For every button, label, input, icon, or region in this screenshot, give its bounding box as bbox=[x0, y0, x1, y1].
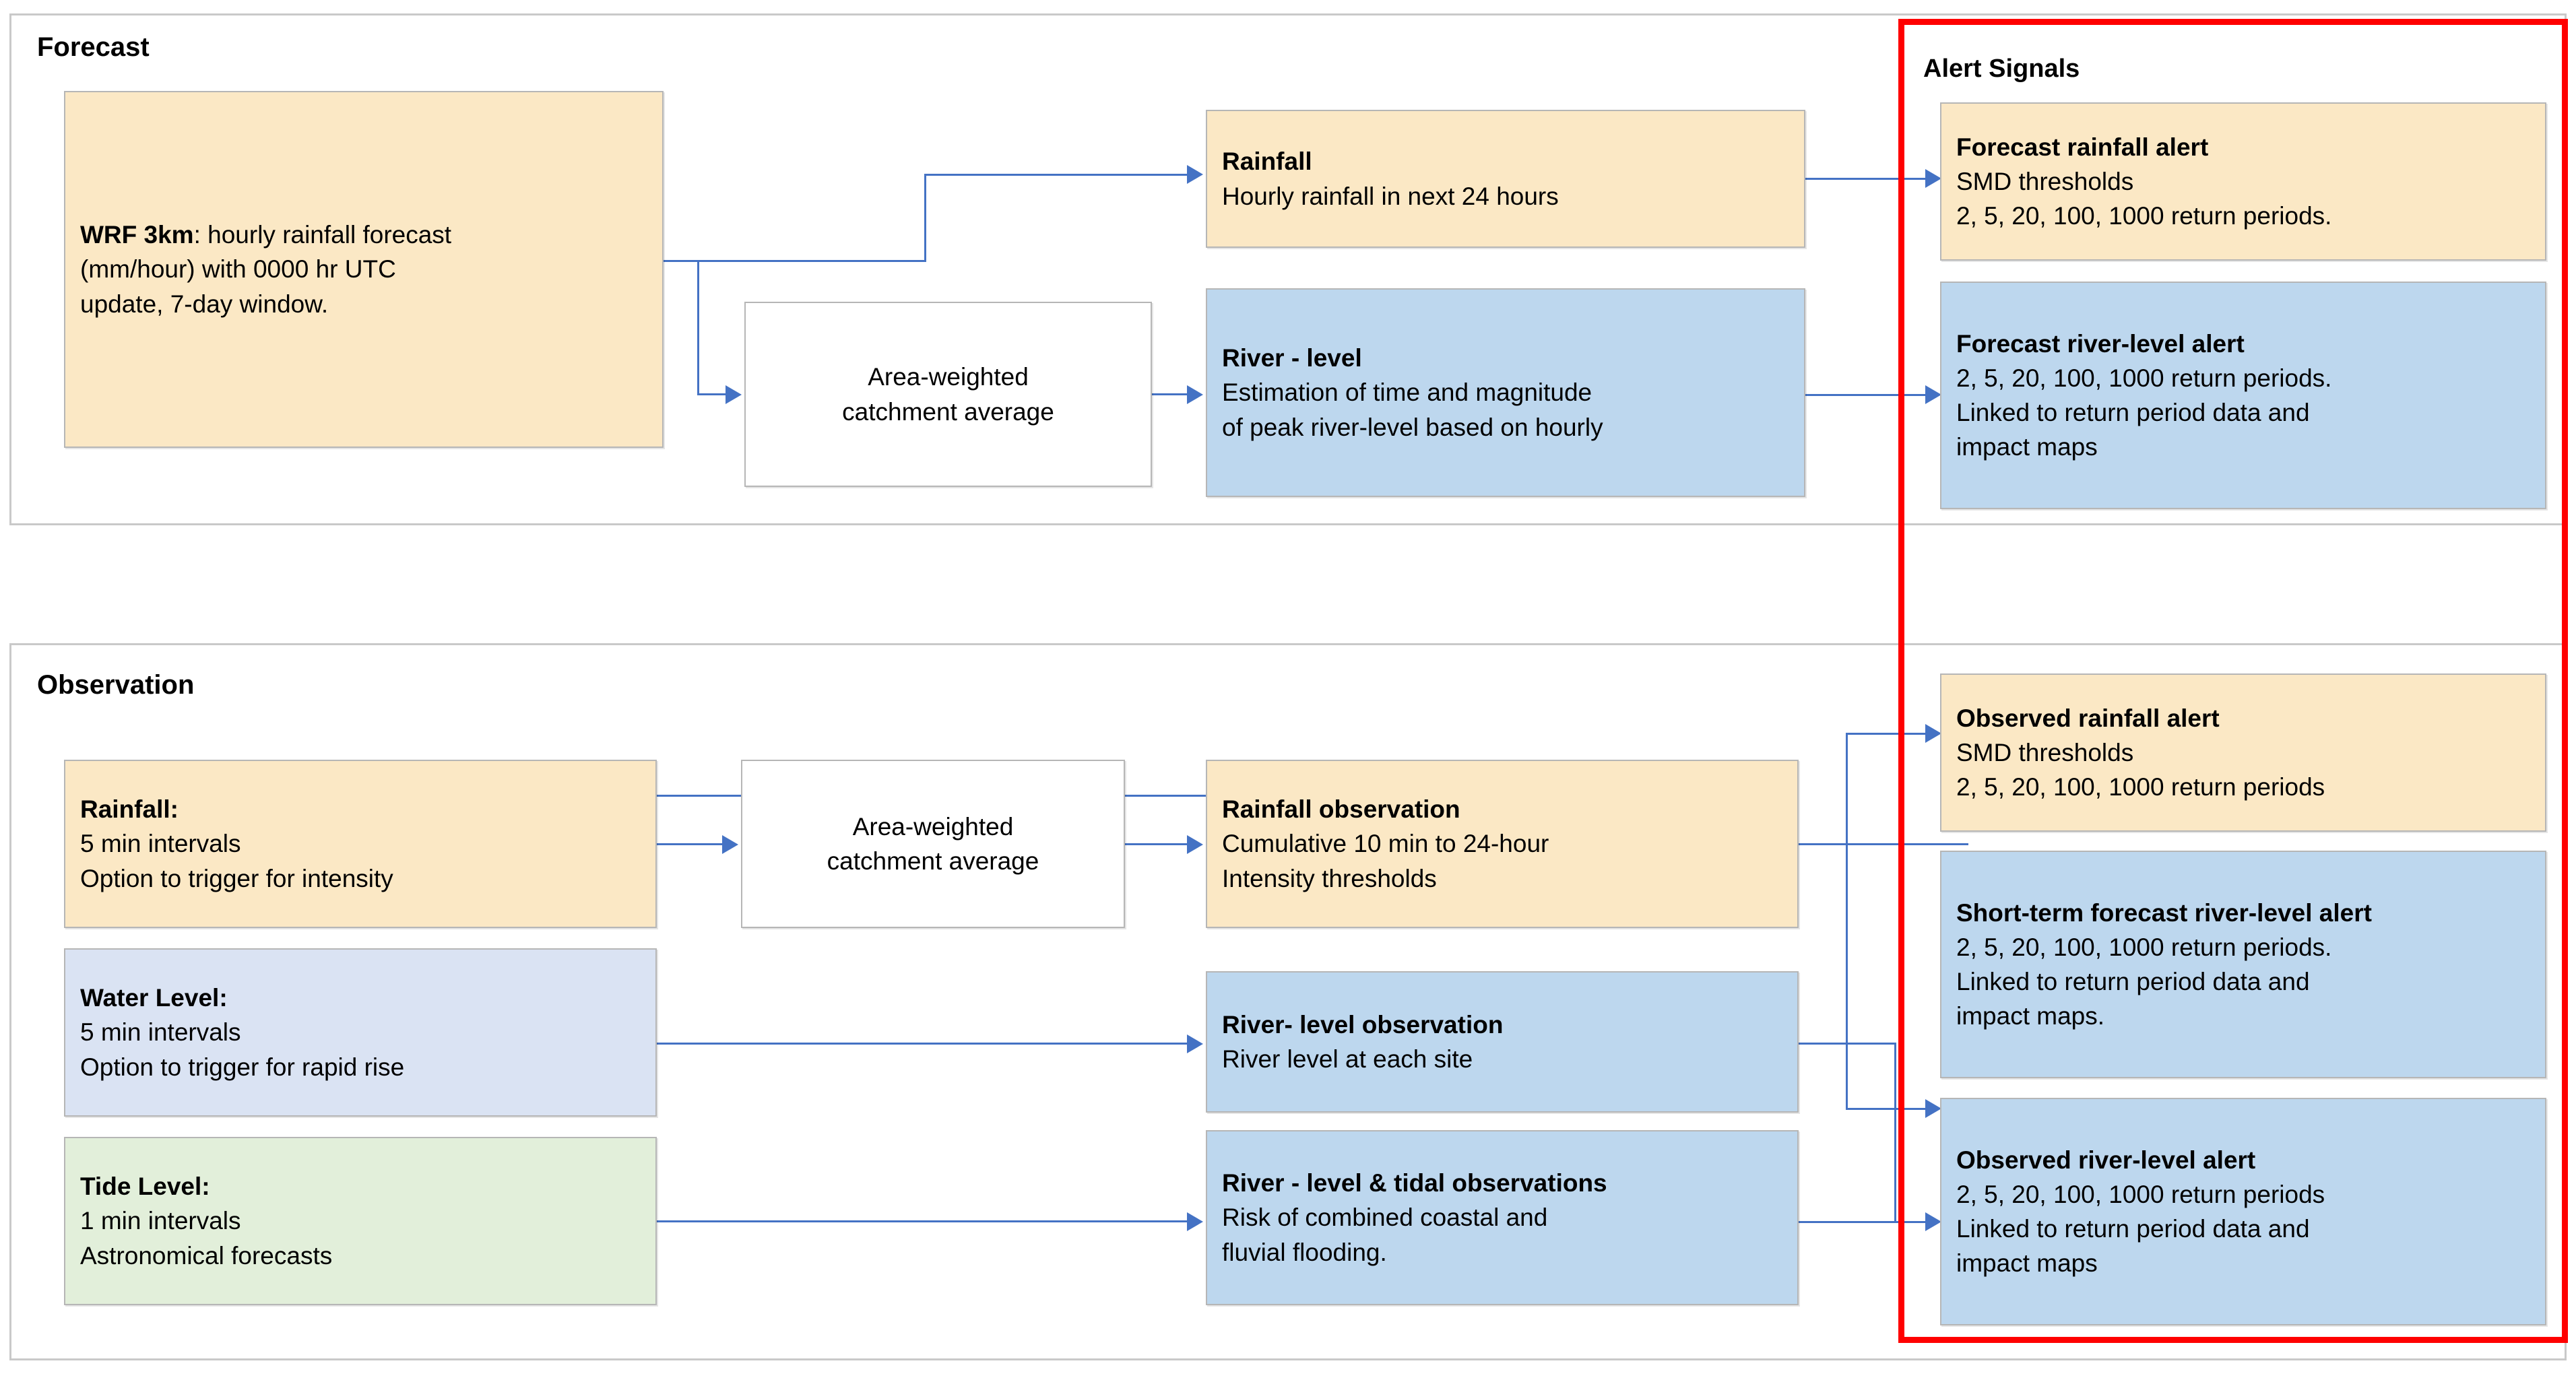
river-level-observation-box[interactable]: River- level observation River level at … bbox=[1206, 971, 1799, 1113]
arrow-to-short-term-forecast-alert bbox=[1925, 1099, 1941, 1118]
river-tidal-observation-title: River - level & tidal observations bbox=[1222, 1169, 1607, 1197]
forecast-rainfall-title: Rainfall bbox=[1222, 147, 1312, 176]
observed-river-level-alert-line-2: Linked to return period data and bbox=[1956, 1215, 2310, 1243]
forecast-panel-title: Forecast bbox=[37, 32, 150, 62]
arrow-to-rainfall-observation bbox=[1187, 835, 1203, 854]
forecast-river-level-alert-line-3: impact maps bbox=[1956, 433, 2098, 461]
observation-water-level-title: Water Level: bbox=[80, 984, 228, 1012]
observation-tide-level-box[interactable]: Tide Level: 1 min intervals Astronomical… bbox=[64, 1137, 657, 1305]
connector-rainfall-obs-bus bbox=[1846, 733, 1848, 1110]
wrf-bold-title: WRF 3km bbox=[80, 221, 194, 249]
forecast-rainfall-alert-box[interactable]: Forecast rainfall alert SMD thresholds 2… bbox=[1940, 102, 2546, 261]
forecast-river-level-title: River - level bbox=[1222, 344, 1362, 372]
connector-obs-catchment-to-rainfall-obs bbox=[1125, 843, 1187, 845]
forecast-catchment-average-box[interactable]: Area-weighted catchment average bbox=[744, 302, 1152, 487]
observed-rainfall-alert-line-2: 2, 5, 20, 100, 1000 return periods bbox=[1956, 773, 2325, 801]
forecast-rainfall-line-1: Hourly rainfall in next 24 hours bbox=[1222, 182, 1559, 210]
short-term-alert-line-3: impact maps. bbox=[1956, 1002, 2105, 1030]
connector-rainfall-obs-out bbox=[1799, 843, 1968, 845]
observation-rainfall-box[interactable]: Rainfall: 5 min intervals Option to trig… bbox=[64, 760, 657, 928]
river-tidal-observation-line-1: Risk of combined coastal and bbox=[1222, 1204, 1548, 1232]
connector-wrf-to-catchment bbox=[697, 393, 726, 395]
arrow-to-observed-rainfall-alert bbox=[1925, 724, 1941, 743]
river-tidal-observation-box[interactable]: River - level & tidal observations Risk … bbox=[1206, 1130, 1799, 1305]
observed-rainfall-alert-box[interactable]: Observed rainfall alert SMD thresholds 2… bbox=[1940, 673, 2546, 832]
connector-river-obs-out bbox=[1799, 1043, 1896, 1045]
observed-river-level-alert-box[interactable]: Observed river-level alert 2, 5, 20, 100… bbox=[1940, 1098, 2546, 1325]
wrf-line-1: WRF 3km: hourly rainfall forecast bbox=[80, 218, 647, 252]
arrow-to-river-level-observation bbox=[1187, 1034, 1203, 1053]
arrow-to-forecast-river-alert bbox=[1925, 385, 1941, 404]
forecast-river-level-box[interactable]: River - level Estimation of time and mag… bbox=[1206, 288, 1805, 497]
short-term-alert-line-2: Linked to return period data and bbox=[1956, 968, 2310, 995]
connector-obs-rainfall-to-catchment bbox=[657, 843, 723, 845]
arrow-to-forecast-rainfall-alert bbox=[1925, 169, 1941, 188]
forecast-river-level-line-2: of peak river-level based on hourly bbox=[1222, 413, 1603, 441]
rainfall-observation-line-2: Intensity thresholds bbox=[1222, 864, 1437, 892]
short-term-alert-title: Short-term forecast river-level alert bbox=[1956, 898, 2372, 927]
forecast-river-level-alert-line-2: Linked to return period data and bbox=[1956, 399, 2310, 426]
connector-wrf-up-riser bbox=[924, 174, 926, 261]
observation-panel-title: Observation bbox=[37, 670, 195, 700]
connector-wrf-out bbox=[664, 260, 926, 262]
connector-tide-level-to-river-tidal-obs bbox=[657, 1220, 1187, 1222]
observation-rainfall-line-2: Option to trigger for intensity bbox=[80, 864, 393, 892]
forecast-rainfall-alert-line-1: SMD thresholds bbox=[1956, 167, 2134, 195]
forecast-river-level-line-1: Estimation of time and magnitude bbox=[1222, 379, 1592, 407]
forecast-rainfall-alert-line-2: 2, 5, 20, 100, 1000 return periods. bbox=[1956, 202, 2332, 230]
arrow-to-forecast-catchment bbox=[726, 385, 742, 404]
arrow-to-river-tidal-observation bbox=[1187, 1212, 1203, 1231]
wrf-3km-box[interactable]: WRF 3km: hourly rainfall forecast (mm/ho… bbox=[64, 91, 664, 448]
connector-rainfall-to-alert bbox=[1805, 178, 1927, 180]
connector-bus-to-short-term-alert bbox=[1846, 1108, 1927, 1110]
connector-water-level-to-river-obs bbox=[657, 1043, 1187, 1045]
wrf-line-1-rest: : hourly rainfall forecast bbox=[193, 221, 452, 249]
alert-signals-title: Alert Signals bbox=[1923, 55, 2080, 83]
connector-river-obs-bus bbox=[1894, 1043, 1896, 1223]
short-term-alert-line-1: 2, 5, 20, 100, 1000 return periods. bbox=[1956, 933, 2332, 961]
rainfall-observation-line-1: Cumulative 10 min to 24-hour bbox=[1222, 830, 1549, 858]
observation-tide-level-title: Tide Level: bbox=[80, 1173, 210, 1201]
observation-water-level-line-2: Option to trigger for rapid rise bbox=[80, 1053, 405, 1081]
forecast-river-level-alert-box[interactable]: Forecast river-level alert 2, 5, 20, 100… bbox=[1940, 282, 2546, 509]
rainfall-observation-box[interactable]: Rainfall observation Cumulative 10 min t… bbox=[1206, 760, 1799, 928]
arrow-to-forecast-river-level bbox=[1187, 385, 1203, 404]
wrf-line-3: update, 7-day window. bbox=[80, 290, 329, 318]
observation-water-level-box[interactable]: Water Level: 5 min intervals Option to t… bbox=[64, 948, 657, 1117]
rainfall-observation-title: Rainfall observation bbox=[1222, 795, 1460, 824]
observation-water-level-line-1: 5 min intervals bbox=[80, 1018, 241, 1047]
river-tidal-observation-line-2: fluvial flooding. bbox=[1222, 1238, 1387, 1266]
connector-wrf-to-rainfall bbox=[924, 174, 1187, 176]
arrow-to-observation-catchment bbox=[722, 835, 738, 854]
observation-catchment-average-box[interactable]: Area-weighted catchment average bbox=[741, 760, 1125, 928]
observed-river-level-alert-line-3: impact maps bbox=[1956, 1249, 2098, 1278]
arrow-to-forecast-rainfall bbox=[1187, 165, 1203, 184]
observation-catchment-line-2: catchment average bbox=[827, 847, 1039, 875]
observation-catchment-line-1: Area-weighted bbox=[852, 812, 1014, 841]
river-level-observation-line-1: River level at each site bbox=[1222, 1045, 1473, 1073]
observed-rainfall-alert-title: Observed rainfall alert bbox=[1956, 704, 2220, 732]
observed-rainfall-alert-line-1: SMD thresholds bbox=[1956, 738, 2134, 766]
forecast-rainfall-alert-title: Forecast rainfall alert bbox=[1956, 133, 2209, 161]
forecast-river-level-alert-line-1: 2, 5, 20, 100, 1000 return periods. bbox=[1956, 364, 2332, 392]
connector-river-tidal-out bbox=[1799, 1221, 1928, 1223]
forecast-river-level-alert-title: Forecast river-level alert bbox=[1956, 329, 2245, 358]
forecast-catchment-line-2: catchment average bbox=[842, 397, 1054, 426]
observation-tide-level-line-1: 1 min intervals bbox=[80, 1207, 241, 1235]
observation-rainfall-line-1: 5 min intervals bbox=[80, 830, 241, 858]
observation-tide-level-line-2: Astronomical forecasts bbox=[80, 1241, 333, 1270]
observed-river-level-alert-line-1: 2, 5, 20, 100, 1000 return periods bbox=[1956, 1180, 2325, 1208]
arrow-to-observed-river-level-alert bbox=[1925, 1212, 1941, 1231]
river-level-observation-title: River- level observation bbox=[1222, 1010, 1504, 1039]
forecast-catchment-line-1: Area-weighted bbox=[868, 363, 1029, 391]
wrf-line-2: (mm/hour) with 0000 hr UTC bbox=[80, 255, 396, 284]
short-term-forecast-river-level-alert-box[interactable]: Short-term forecast river-level alert 2,… bbox=[1940, 851, 2546, 1078]
connector-bus-to-observed-rainfall-alert bbox=[1846, 733, 1927, 735]
connector-wrf-down-riser bbox=[697, 260, 699, 395]
connector-catchment-to-river bbox=[1152, 393, 1187, 395]
forecast-rainfall-box[interactable]: Rainfall Hourly rainfall in next 24 hour… bbox=[1206, 110, 1805, 248]
observation-rainfall-title: Rainfall: bbox=[80, 795, 179, 824]
connector-river-to-alert bbox=[1805, 394, 1927, 396]
observed-river-level-alert-title: Observed river-level alert bbox=[1956, 1146, 2256, 1174]
